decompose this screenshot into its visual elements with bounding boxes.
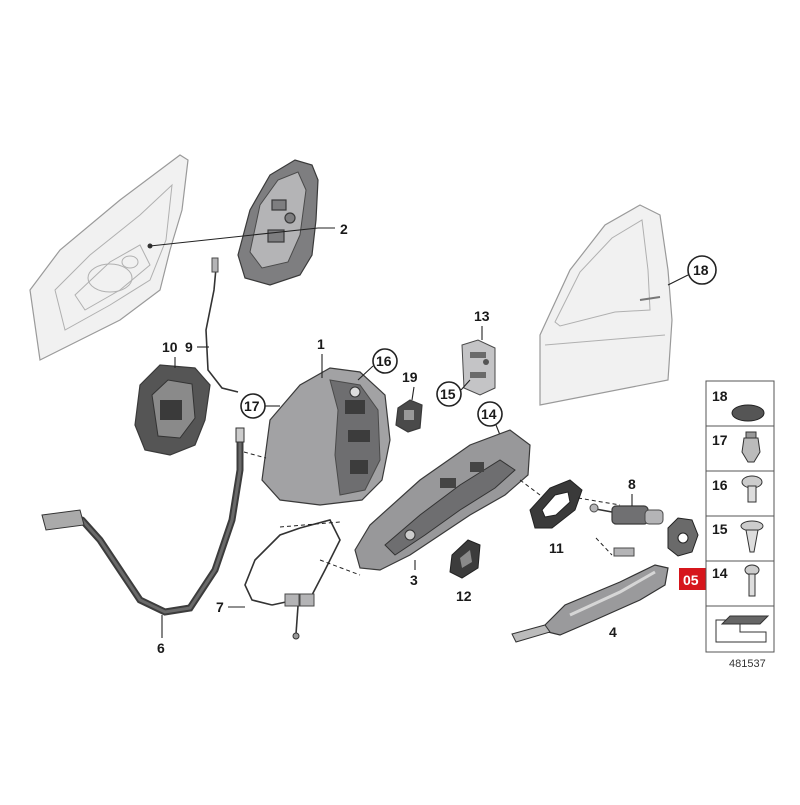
callout-circle-16 — [372, 348, 398, 374]
callout-1: 1 — [317, 336, 325, 352]
part-05-end-cap — [667, 517, 699, 557]
reference-number: 481537 — [729, 658, 766, 670]
callout-18: 18 — [693, 262, 709, 278]
clip-icon — [741, 431, 761, 463]
legend-item-15-label: 15 — [712, 521, 728, 537]
highlight-label: 05 — [683, 572, 699, 588]
part-4-exterior-handle — [511, 547, 669, 643]
torx-screw-icon — [740, 520, 764, 553]
legend-item-18-label: 18 — [712, 388, 728, 404]
legend-item-14-label: 14 — [712, 565, 728, 581]
callout-7: 7 — [216, 599, 224, 615]
legend-item-16-label: 16 — [712, 477, 728, 493]
direction-arrow-icon — [715, 615, 770, 643]
callout-16: 16 — [376, 353, 392, 369]
callout-14: 14 — [481, 406, 497, 422]
callout-11: 11 — [549, 540, 564, 556]
callout-12: 12 — [456, 588, 472, 604]
part-8-lock-cylinder — [589, 503, 664, 525]
part-19-clip — [395, 399, 423, 433]
callout-circle-14 — [477, 401, 503, 427]
callout-2: 2 — [340, 221, 348, 237]
part-9-rod — [205, 257, 239, 393]
part-1-door-lock — [261, 367, 391, 506]
hex-bolt-icon — [741, 475, 763, 503]
callout-circle-15 — [436, 381, 462, 407]
callout-4: 4 — [609, 624, 617, 640]
part-12-cover — [449, 539, 481, 579]
callout-13: 13 — [474, 308, 490, 324]
highlight-badge — [679, 568, 707, 590]
door-frame-left-illustration — [29, 154, 189, 361]
callout-17: 17 — [244, 398, 260, 414]
callout-15: 15 — [440, 386, 456, 402]
fastener-legend: 18 17 16 15 14 — [705, 380, 775, 653]
screw-icon — [744, 564, 760, 597]
grommet-icon — [731, 404, 765, 422]
part-2-lock-actuator — [237, 159, 319, 286]
part-13-striker — [461, 339, 496, 396]
callout-3: 3 — [410, 572, 418, 588]
callout-8: 8 — [628, 476, 636, 492]
part-10-bracket — [134, 364, 211, 456]
part-11-gasket — [529, 479, 583, 529]
part-6-cable — [41, 427, 245, 616]
part-3-handle-carrier — [354, 429, 531, 571]
door-right-illustration — [539, 204, 673, 406]
part-7-bowden-cable — [244, 519, 341, 640]
legend-item-17-label: 17 — [712, 432, 728, 448]
callout-10: 10 — [162, 339, 178, 355]
callout-6: 6 — [157, 640, 165, 656]
callout-19: 19 — [402, 369, 418, 385]
callout-9: 9 — [185, 339, 193, 355]
callout-circle-18 — [687, 255, 717, 285]
